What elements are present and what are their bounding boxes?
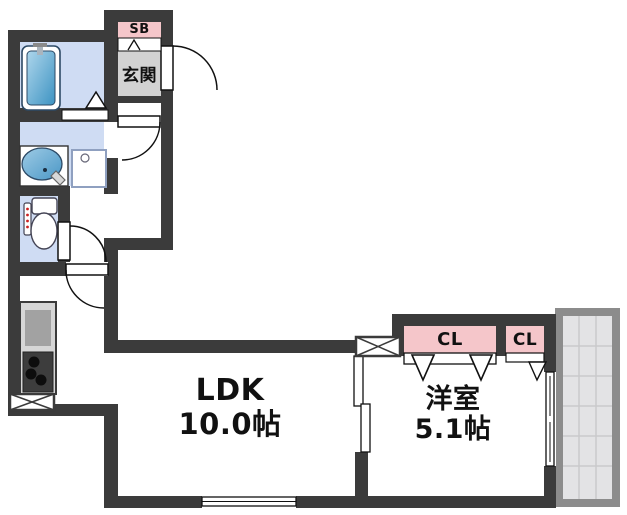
pipe-shaft-kitchen <box>8 392 56 412</box>
entrance-floor <box>118 50 161 98</box>
wall <box>496 324 506 356</box>
wall <box>8 30 112 42</box>
toilet-icon <box>23 197 58 250</box>
shoe-box <box>118 22 161 40</box>
wall <box>104 404 118 508</box>
wall <box>110 238 173 250</box>
balcony-floor <box>563 316 612 499</box>
wall <box>392 314 556 326</box>
western-room-window <box>544 371 556 467</box>
washroom-door <box>117 115 161 161</box>
wall <box>104 340 360 353</box>
shower-icon <box>33 43 47 47</box>
closet-small-folding-door <box>505 352 548 382</box>
wall <box>104 10 118 122</box>
balcony <box>555 308 620 507</box>
wall <box>104 10 173 22</box>
wall <box>104 158 118 194</box>
wall <box>8 30 20 416</box>
kitchen-unit-icon <box>19 301 57 395</box>
balcony-tile-grid <box>563 316 612 499</box>
pipe-shaft-ldk <box>354 335 402 358</box>
bathtub-icon <box>21 43 61 111</box>
closet-large-folding-door <box>403 352 497 382</box>
wall <box>8 186 70 196</box>
entrance-step <box>118 96 161 103</box>
kitchen-door <box>65 262 109 309</box>
entrance-door <box>160 45 218 91</box>
closet-large <box>404 326 496 353</box>
wall <box>355 496 556 508</box>
washing-machine-pan-icon <box>71 149 107 188</box>
washbasin-icon <box>19 145 69 187</box>
faucet-icon <box>50 170 66 186</box>
ldk-window <box>201 496 297 508</box>
closet-small <box>506 326 544 353</box>
shower-head-icon <box>37 47 43 55</box>
sliding-door <box>353 355 371 453</box>
wall <box>58 196 70 226</box>
bathroom-folding-door <box>61 90 109 121</box>
kitchen-sink <box>25 310 51 346</box>
shoe-box-door <box>117 37 162 52</box>
toilet-door <box>57 221 107 263</box>
